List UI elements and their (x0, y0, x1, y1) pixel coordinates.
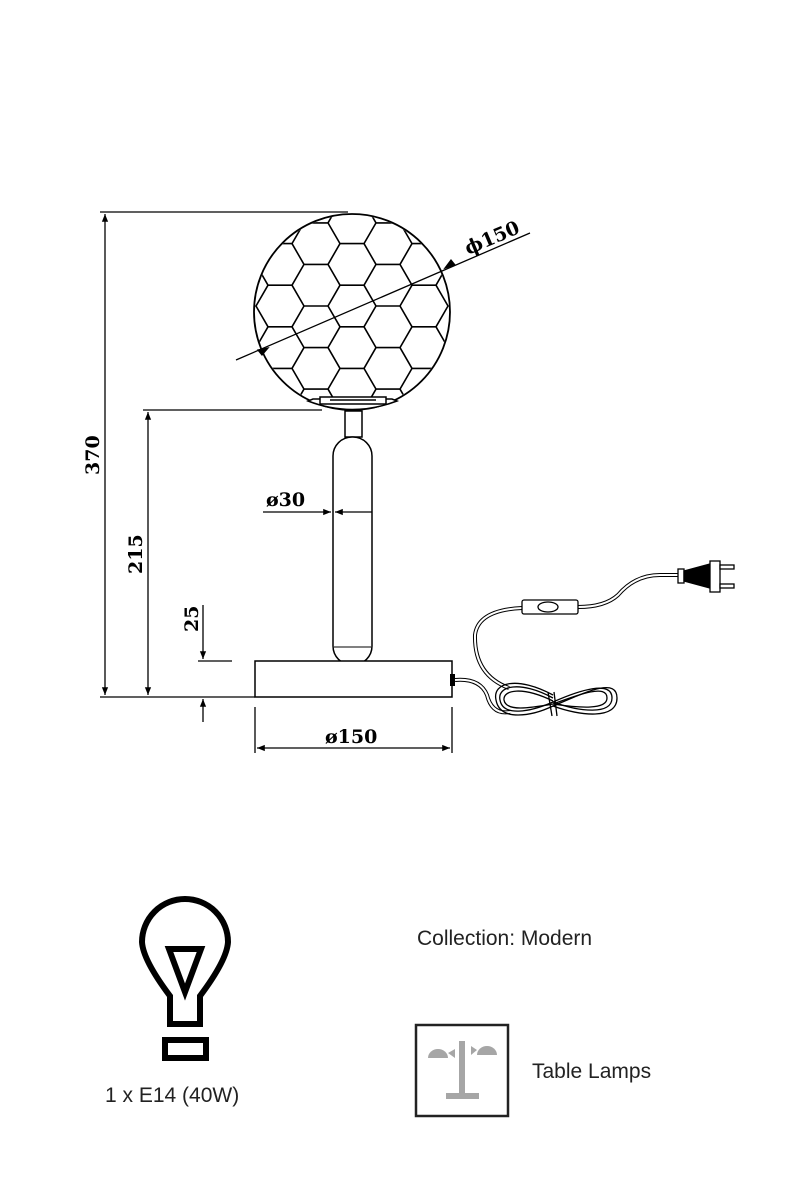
bulb-spec: 1 x E14 (40W) (105, 1084, 240, 1107)
bulb-icon (138, 896, 232, 1061)
stem-height-label: 215 (125, 534, 147, 574)
lamp-neck (344, 410, 363, 438)
base-diameter-label: ø150 (325, 726, 377, 748)
category-label: Table Lamps (532, 1060, 652, 1083)
lamp-base (254, 660, 453, 698)
globe-holder (305, 396, 400, 411)
cord-switch (521, 599, 579, 615)
total-height-label: 370 (82, 435, 104, 475)
collection-label: Collection: Modern (417, 927, 593, 950)
table-lamp-icon (414, 1023, 510, 1118)
base-height-label: 25 (181, 606, 203, 632)
lamp-stem (332, 436, 373, 666)
stem-diameter-label: ø30 (266, 489, 305, 511)
power-cord (454, 573, 680, 717)
power-plug (677, 560, 735, 593)
globe-diameter-label: ϕ150 (461, 217, 523, 260)
